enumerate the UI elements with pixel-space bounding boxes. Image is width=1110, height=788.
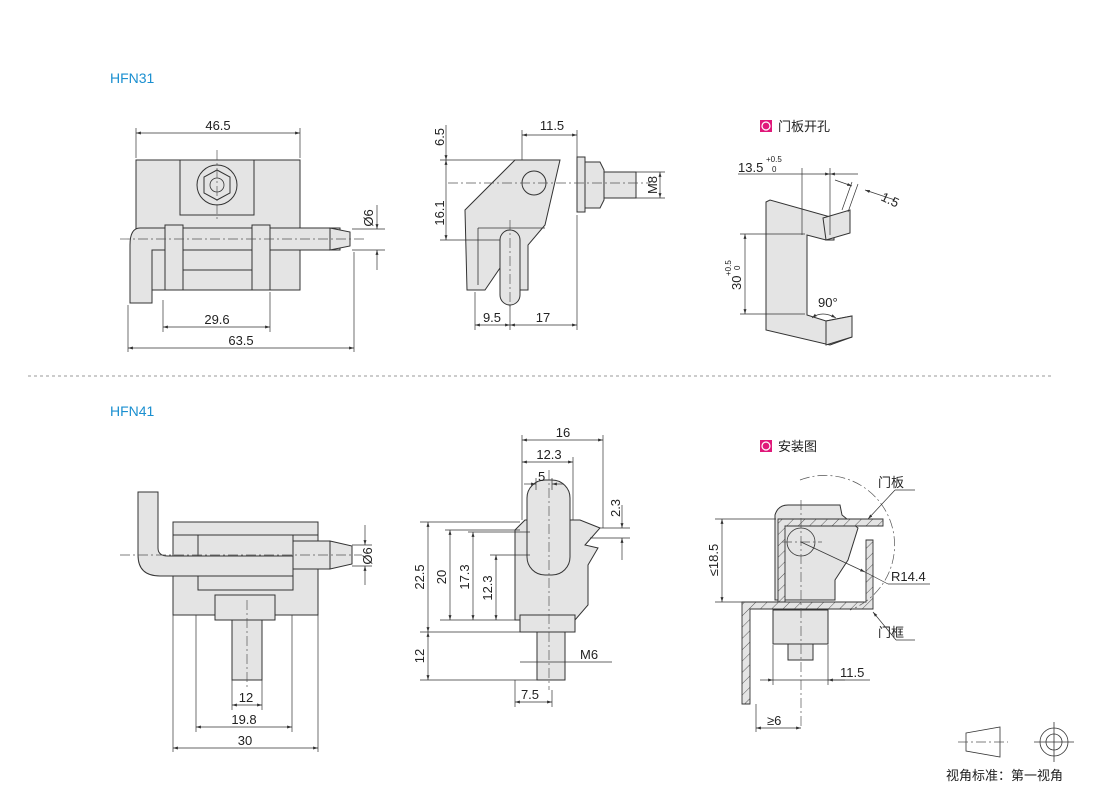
dim-thread: M8 [645, 176, 660, 194]
cutout-width: 13.5 [738, 160, 763, 175]
section-title-hfn41: HFN41 [110, 403, 155, 419]
dim-overall: 30 [238, 733, 252, 748]
section-title-hfn31: HFN31 [110, 70, 155, 86]
projection-standard-label: 视角标准：第一视角 [946, 768, 1063, 783]
dim-inner: 29.6 [204, 312, 229, 327]
label-door-panel: 门板 [878, 475, 904, 490]
label-radius: R14.4 [891, 569, 926, 584]
dim-overall: 63.5 [228, 333, 253, 348]
dim-top-offset: 6.5 [432, 128, 447, 146]
label-door-frame: 门框 [878, 625, 904, 640]
dim-stud: 12 [239, 690, 253, 705]
dim-stud-len: 12 [412, 649, 427, 663]
dim-top-offset: 2.3 [608, 499, 623, 517]
dim-right: 17 [536, 310, 550, 325]
hfn31-side-view [440, 125, 665, 330]
dim-to-slot: 12.3 [536, 447, 561, 462]
dim-width: 16 [556, 425, 570, 440]
dim-left: 9.5 [483, 310, 501, 325]
dim-thread: M6 [580, 647, 598, 662]
cutout-width-tol-lower: 0 [772, 165, 777, 174]
dim-stud-len: 11.5 [540, 118, 564, 133]
cutout-width-tol-upper: +0.5 [766, 155, 782, 164]
dim-h-body: 20 [434, 570, 449, 584]
install-label: 安装图 [778, 439, 817, 454]
cutout-height: 30 [729, 276, 744, 290]
dim-stud-pos: 7.5 [521, 687, 539, 702]
cutout-angle: 90° [818, 295, 838, 310]
cutout-label: 门板开孔 [778, 119, 830, 134]
cutout-height-tol-lower: 0 [733, 265, 742, 270]
dim-slot: 5 [538, 469, 545, 484]
cutout-height-tol-upper: +0.5 [724, 260, 733, 276]
installation-detail [715, 440, 930, 732]
dim-install-height: ≤18.5 [706, 544, 721, 576]
dim-min-gap: ≥6 [767, 713, 781, 728]
dim-h-total: 22.5 [412, 564, 427, 589]
dim-install-offset: 11.5 [840, 665, 864, 680]
dim-width-top: 46.5 [205, 118, 230, 133]
dim-pin-dia: Ø6 [361, 209, 376, 226]
dim-height: 16.1 [432, 200, 447, 225]
hfn31-front-view [120, 128, 385, 352]
hfn41-side-view [420, 435, 630, 707]
projection-symbol [958, 722, 1074, 762]
door-cutout-detail [738, 120, 896, 346]
hfn41-front-view [120, 491, 372, 752]
dim-base: 19.8 [231, 712, 256, 727]
dim-pin-dia: Ø6 [360, 547, 375, 564]
cutout-thickness: 1.5 [879, 189, 902, 210]
dim-h-low: 12.3 [480, 575, 495, 600]
dim-h-slot: 17.3 [457, 564, 472, 589]
